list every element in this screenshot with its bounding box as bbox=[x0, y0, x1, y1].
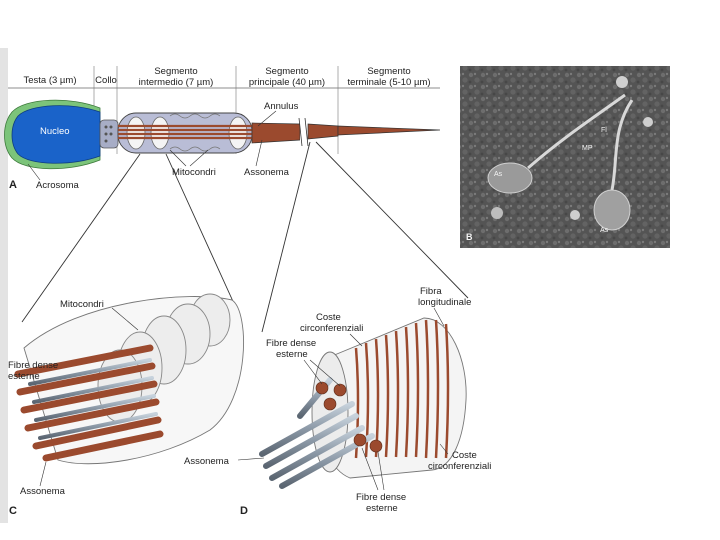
label-fibre-top-line1: Fibre dense bbox=[266, 338, 316, 349]
label-nucleo: Nucleo bbox=[40, 126, 70, 137]
panel-d-principal-piece-detail: Fibra longitudinale Coste circonferenzia… bbox=[184, 286, 491, 517]
sem-label-fl: Fl bbox=[601, 127, 607, 134]
label-terminale-line1: Segmento bbox=[367, 66, 410, 77]
label-fibre-dense-c-line1: Fibre dense bbox=[8, 360, 58, 371]
end-piece bbox=[337, 125, 441, 136]
label-assonema-d: Assonema bbox=[184, 456, 230, 467]
midpiece-fibers bbox=[118, 124, 256, 140]
panel-c-midpiece-detail: Mitocondri Fibre dense esterne Assonema … bbox=[8, 293, 244, 517]
label-assonema-a: Assonema bbox=[244, 167, 290, 178]
label-terminale-line2: terminale (5-10 µm) bbox=[347, 77, 430, 88]
label-fibre-bot-line2: esterne bbox=[366, 503, 398, 514]
label-coste-bot-line2: circonferenziali bbox=[428, 461, 491, 472]
label-intermedio-line2: intermedio (7 µm) bbox=[139, 77, 214, 88]
label-collo: Collo bbox=[95, 75, 117, 86]
label-mitocondri-a: Mitocondri bbox=[172, 167, 216, 178]
label-mitocondri-c: Mitocondri bbox=[60, 299, 104, 310]
label-fibre-dense-c-line2: esterne bbox=[8, 371, 40, 382]
label-principale-line2: principale (40 µm) bbox=[249, 77, 325, 88]
panel-letter-b: B bbox=[466, 232, 473, 242]
panel-a-sperm-diagram: Nucleo bbox=[4, 99, 469, 333]
sem-label-as-1: As bbox=[494, 171, 503, 178]
panel-b-sem-photo: Fl MP As As B bbox=[460, 66, 670, 248]
neck bbox=[99, 119, 119, 149]
label-fibra-line2: longitudinale bbox=[418, 297, 471, 308]
label-fibre-top-line2: esterne bbox=[276, 349, 308, 360]
label-testa: Testa (3 µm) bbox=[24, 75, 77, 86]
outer-dense-fibers-d bbox=[315, 381, 383, 453]
panel-letter-a: A bbox=[9, 179, 17, 191]
label-fibre-bot-line1: Fibre dense bbox=[356, 492, 406, 503]
label-coste-top-line1: Coste bbox=[316, 312, 341, 323]
label-coste-top-line2: circonferenziali bbox=[300, 323, 363, 334]
sem-label-as-2: As bbox=[600, 227, 609, 234]
scan-edge-strip bbox=[0, 48, 8, 523]
label-assonema-c: Assonema bbox=[20, 486, 66, 497]
label-coste-bot-line1: Coste bbox=[452, 450, 477, 461]
panel-letter-c: C bbox=[9, 505, 17, 517]
sem-label-mp: MP bbox=[582, 145, 593, 152]
circumferential-ribs bbox=[354, 319, 450, 459]
nucleus bbox=[11, 105, 101, 164]
outer-dense-fibers-c bbox=[14, 344, 164, 462]
label-acrosoma: Acrosoma bbox=[36, 180, 79, 191]
label-annulus: Annulus bbox=[264, 101, 299, 112]
principal-piece bbox=[251, 122, 301, 144]
label-fibra-line1: Fibra bbox=[420, 286, 442, 297]
label-principale-line1: Segmento bbox=[265, 66, 308, 77]
header-segment-labels: Testa (3 µm) Collo Segmento intermedio (… bbox=[8, 66, 440, 154]
panel-letter-d: D bbox=[240, 505, 248, 517]
label-intermedio-line1: Segmento bbox=[154, 66, 197, 77]
